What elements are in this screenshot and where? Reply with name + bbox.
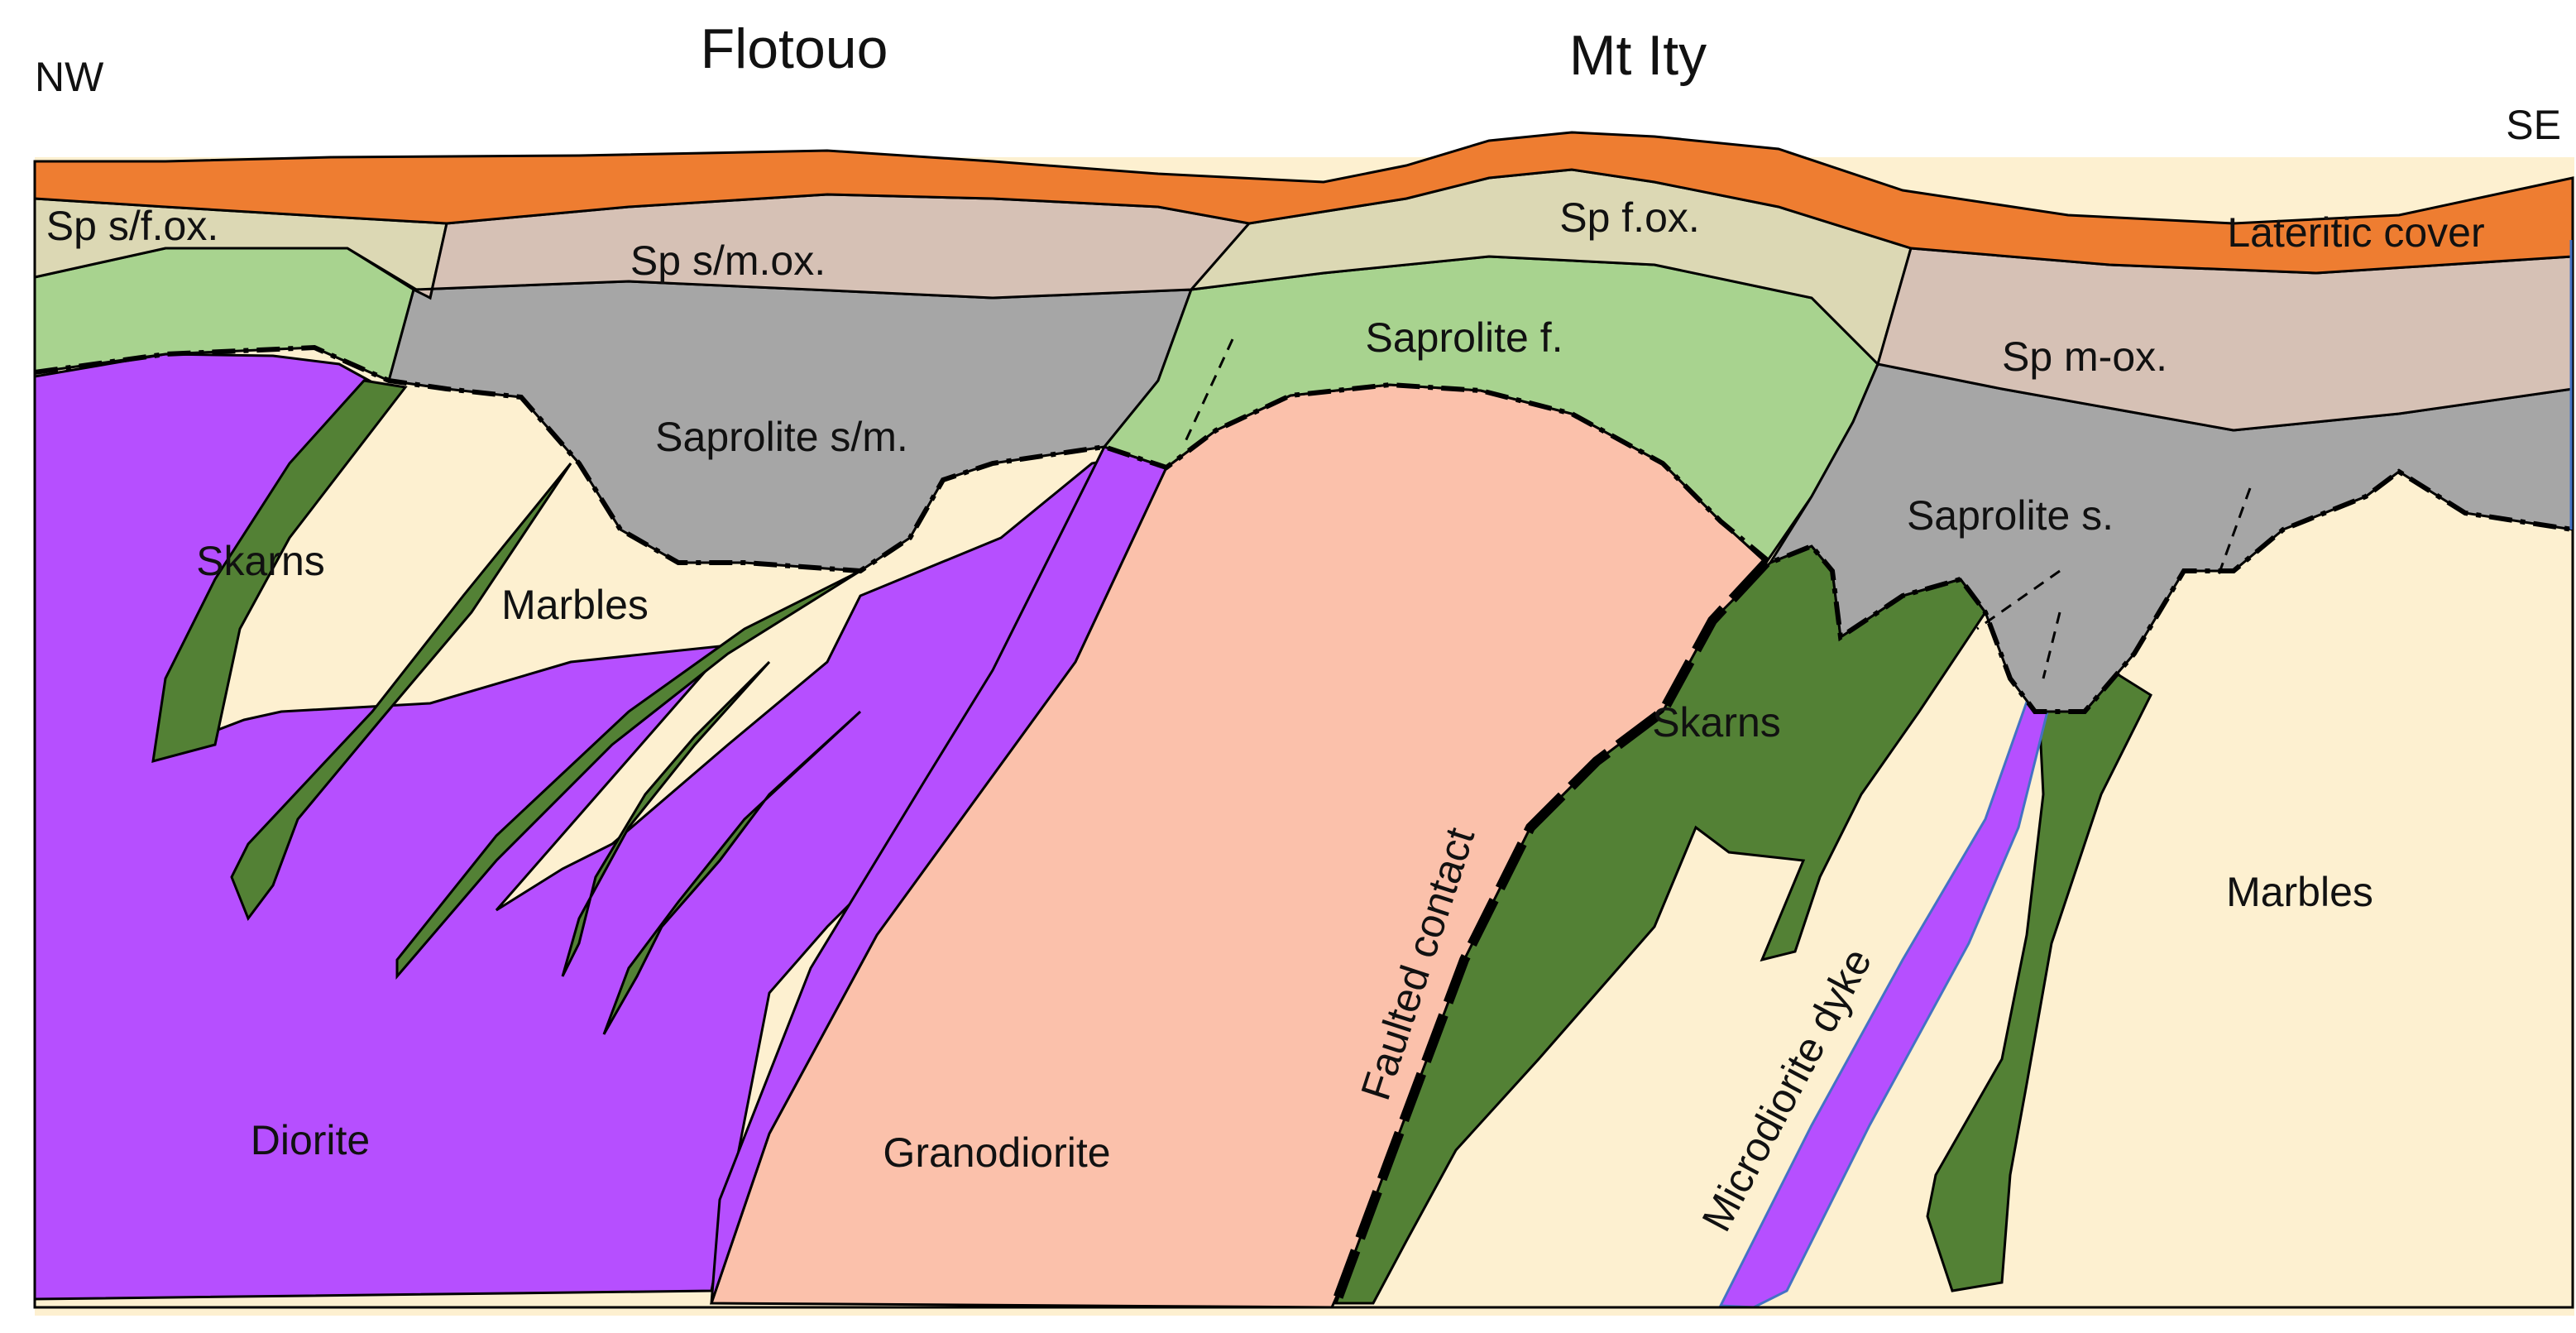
title-left-label: Flotouo xyxy=(701,17,888,80)
sp-m-ox-label: Sp m-ox. xyxy=(2002,333,2167,380)
marbles-right-label: Marbles xyxy=(2226,869,2373,915)
skarn-left-5 xyxy=(602,710,862,1035)
sp-f-ox-label: Sp f.ox. xyxy=(1559,194,1700,241)
direction-left-label: NW xyxy=(35,54,104,100)
fracture-line-3 xyxy=(2042,611,2061,679)
saprolite-sm-label: Saprolite s/m. xyxy=(655,414,908,460)
microdiorite-dyke xyxy=(1718,676,2053,1309)
diorite-label: Diorite xyxy=(251,1117,370,1163)
skarns-right-label: Skarns xyxy=(1652,699,1781,746)
title-right-label: Mt Ity xyxy=(1569,24,1707,87)
skarn-left-2 xyxy=(230,463,572,922)
fracture-line-2 xyxy=(1976,569,2061,631)
fracture-line-4 xyxy=(2215,487,2252,580)
faulted-contact-line xyxy=(1331,559,1770,1306)
weathering-front-line xyxy=(34,344,2574,714)
direction-right-label: SE xyxy=(2506,102,2561,148)
sp-sm-ox-label: Sp s/m.ox. xyxy=(630,237,826,284)
skarn-right-vein xyxy=(1926,626,2152,1292)
skarn-left-1 xyxy=(151,379,408,764)
section-frame xyxy=(33,161,2574,1309)
diorite-strip xyxy=(710,445,1169,1304)
granodiorite-label: Granodiorite xyxy=(883,1129,1110,1176)
skarn-left-4 xyxy=(561,660,771,977)
skarns-left-label: Skarns xyxy=(196,538,325,584)
marbles-left-label: Marbles xyxy=(501,582,649,628)
saprolite-f-label: Saprolite f. xyxy=(1365,314,1563,361)
lateritic-cover-label: Lateritic cover xyxy=(2227,209,2484,256)
skarn-left-3 xyxy=(395,569,861,981)
sp-sf-ox-label: Sp s/f.ox. xyxy=(46,203,218,249)
saprolite-s-label: Saprolite s. xyxy=(1907,492,2114,539)
